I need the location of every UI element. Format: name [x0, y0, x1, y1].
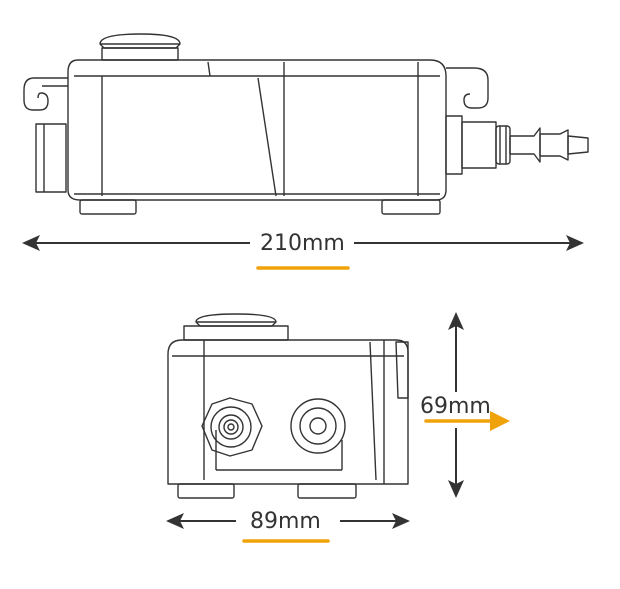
round-outlet-port: [290, 398, 346, 454]
height-dimension-label: 69mm: [420, 394, 491, 419]
end-foot-right: [297, 483, 357, 499]
left-mounting-hook: [23, 77, 68, 111]
end-body: [167, 339, 409, 485]
left-end-cap: [35, 123, 67, 193]
width-dimension-arrow: [166, 513, 410, 529]
end-view: [167, 313, 409, 499]
side-foot-right: [381, 199, 441, 215]
height-dimension-arrow: [448, 312, 464, 498]
right-mounting-hook: [446, 67, 489, 109]
length-dimension-label: 210mm: [256, 231, 349, 257]
side-foot-left: [79, 199, 137, 215]
outlet-hose-connector: [445, 115, 589, 175]
end-top-button: [195, 313, 277, 327]
side-body: [67, 59, 447, 201]
end-foot-left: [177, 483, 235, 499]
side-view: [23, 33, 589, 215]
top-button: [99, 33, 181, 49]
hex-inlet-port: [201, 397, 263, 457]
length-dimension-arrow: [22, 235, 584, 251]
width-dimension-label: 89mm: [246, 509, 325, 535]
height-label-pointer: [424, 411, 510, 431]
